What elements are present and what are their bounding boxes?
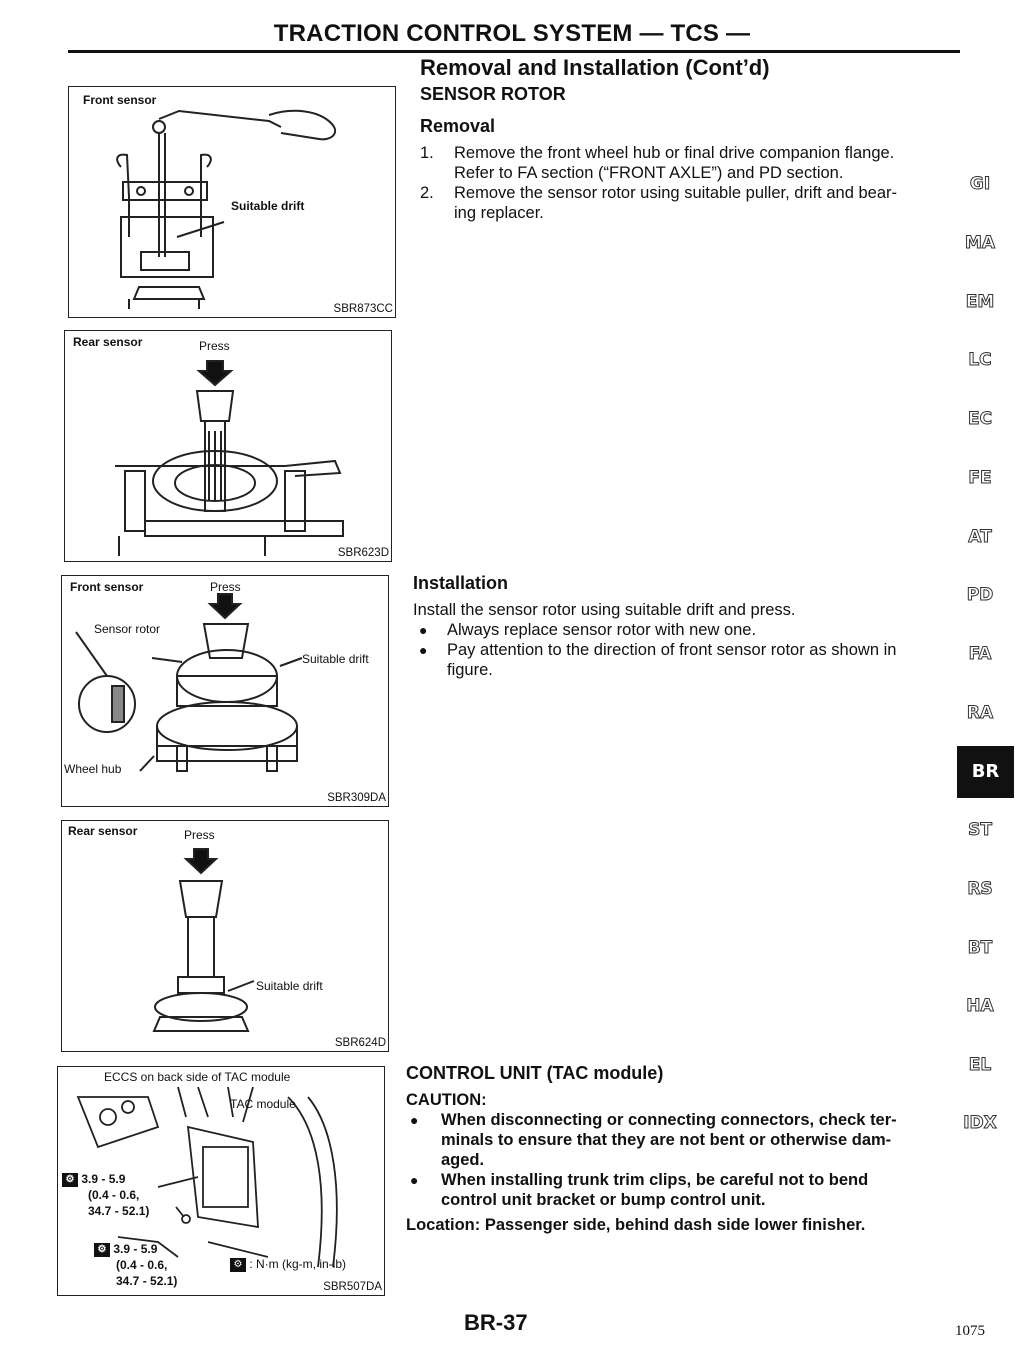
figure-rear-sensor-installation: Rear sensor Press Suitable drift SBR624D: [61, 820, 389, 1052]
side-tab-ha[interactable]: HA: [966, 996, 994, 1017]
installation-bullet: ● Pay attention to the direction of fron…: [413, 640, 958, 680]
caution-bullet: ● When disconnecting or connecting conne…: [406, 1110, 951, 1170]
removal-step: 1. Remove the front wheel hub or final d…: [420, 143, 965, 183]
sheet-number: 1075: [955, 1323, 985, 1339]
press-front-install-illustration: [75, 593, 303, 772]
bullet-dot: ●: [410, 1172, 419, 1188]
side-tab-idx[interactable]: IDX: [963, 1113, 998, 1134]
press-rear-removal-illustration: [115, 360, 344, 556]
bullet-text: Always replace sensor rotor with new one…: [447, 621, 757, 639]
torque-value: (0.4 - 0.6,: [88, 1188, 140, 1202]
removal-step: 2. Remove the sensor rotor using suitabl…: [420, 183, 965, 223]
torque-spec-lower: ⚙ 3.9 - 5.9 (0.4 - 0.6, 34.7 - 52.1): [94, 1241, 177, 1289]
torque-spec-upper: ⚙ 3.9 - 5.9 (0.4 - 0.6, 34.7 - 52.1): [62, 1171, 149, 1219]
side-tab-ec[interactable]: EC: [967, 409, 993, 430]
figure-label: Front sensor: [70, 580, 144, 594]
torque-wrench-icon: ⚙: [62, 1172, 78, 1187]
torque-units-legend: ⚙ : N·m (kg-m, in-lb): [230, 1257, 346, 1272]
figure-front-sensor-removal: Front sensor Suitable drift SBR873CC: [68, 86, 396, 318]
step-text: Remove the sensor rotor using suitable p…: [454, 184, 897, 202]
step-number: 2.: [420, 184, 434, 202]
bullet-text: Pay attention to the direction of front …: [447, 641, 897, 659]
side-tab-ra[interactable]: RA: [966, 703, 994, 724]
page-number: BR-37: [464, 1310, 528, 1335]
torque-value: 34.7 - 52.1): [116, 1274, 178, 1288]
caution-bullet: ● When installing trunk trim clips, be c…: [406, 1170, 951, 1210]
tac-module-label: TAC module: [230, 1097, 296, 1111]
sensor-rotor-label: Sensor rotor: [94, 622, 161, 636]
side-tab-el[interactable]: EL: [968, 1055, 992, 1076]
figure-label: Rear sensor: [68, 824, 138, 838]
side-tab-at[interactable]: AT: [968, 527, 992, 548]
torque-value: 34.7 - 52.1): [88, 1204, 150, 1218]
figure-label: Front sensor: [83, 93, 157, 107]
torque-value: 3.9 - 5.9: [113, 1242, 158, 1256]
bullet-text: aged.: [441, 1151, 485, 1169]
side-tab-rs[interactable]: RS: [967, 879, 993, 900]
caution-bullets: ● When disconnecting or connecting conne…: [406, 1110, 951, 1210]
figure-rear-sensor-removal: Rear sensor Press SBR623D: [64, 330, 392, 562]
section-title: Removal and Installation (Cont’d): [420, 55, 770, 80]
side-tab-ma[interactable]: MA: [964, 233, 996, 254]
step-number: 1.: [420, 144, 434, 162]
figure-label: Rear sensor: [73, 335, 143, 349]
bullet-dot: ●: [419, 622, 428, 638]
tac-module-illustration: [76, 1086, 338, 1268]
bullet-dot: ●: [410, 1112, 419, 1128]
control-unit-title: CONTROL UNIT (TAC module): [406, 1063, 664, 1083]
torque-units: : N·m (kg-m, in-lb): [249, 1257, 347, 1271]
side-tab-bt[interactable]: BT: [967, 938, 993, 959]
sensor-rotor-title: SENSOR ROTOR: [420, 84, 566, 104]
figure-code: SBR309DA: [327, 792, 386, 804]
bullet-text: figure.: [447, 661, 493, 679]
location-text: Location: Passenger side, behind dash si…: [406, 1216, 866, 1234]
eccs-label: ECCS on back side of TAC module: [104, 1070, 291, 1084]
torque-wrench-icon: ⚙: [230, 1257, 246, 1272]
suitable-drift-label: Suitable drift: [256, 979, 323, 993]
side-tab-fe[interactable]: FE: [968, 468, 992, 489]
wheel-hub-label: Wheel hub: [64, 762, 122, 776]
press-label: Press: [199, 339, 230, 353]
step-text: Remove the front wheel hub or final driv…: [454, 144, 895, 162]
side-tab-pd[interactable]: PD: [966, 585, 994, 606]
step-text: ing replacer.: [454, 204, 544, 222]
puller-illustration: [116, 109, 337, 309]
side-tab-lc[interactable]: LC: [968, 350, 992, 371]
side-tab-br-active[interactable]: BR: [957, 746, 1014, 798]
figure-code: SBR624D: [334, 1037, 386, 1049]
caution-label: CAUTION:: [406, 1091, 487, 1109]
removal-steps: 1. Remove the front wheel hub or final d…: [420, 143, 965, 223]
bullet-text: minals to ensure that they are not bent …: [441, 1131, 892, 1149]
side-tab-gi[interactable]: GI: [969, 174, 991, 195]
bullet-text: control unit bracket or bump control uni…: [441, 1191, 766, 1209]
figure-tac-module-location: ECCS on back side of TAC module TAC modu…: [57, 1066, 385, 1296]
installation-intro: Install the sensor rotor using suitable …: [413, 601, 796, 619]
bullet-text: When disconnecting or connecting connect…: [441, 1111, 897, 1129]
figure-code: SBR623D: [337, 547, 389, 559]
figure-front-sensor-installation: Front sensor Press Sensor rotor Suitable…: [61, 575, 389, 807]
figure-code: SBR873CC: [333, 303, 393, 315]
installation-bullets: ● Always replace sensor rotor with new o…: [413, 620, 958, 680]
side-tab-fa[interactable]: FA: [968, 644, 992, 665]
bullet-text: When installing trunk trim clips, be car…: [441, 1171, 869, 1189]
figure-code: SBR507DA: [323, 1281, 382, 1293]
removal-heading: Removal: [420, 116, 496, 136]
torque-value: (0.4 - 0.6,: [116, 1258, 168, 1272]
bullet-dot: ●: [419, 642, 428, 658]
step-text: Refer to FA section (“FRONT AXLE”) and P…: [454, 164, 844, 182]
press-label: Press: [210, 580, 241, 594]
side-tab-st[interactable]: ST: [968, 820, 993, 841]
page-header-title: TRACTION CONTROL SYSTEM — TCS —: [273, 20, 751, 47]
torque-value: 3.9 - 5.9: [81, 1172, 126, 1186]
installation-heading: Installation: [413, 573, 509, 593]
header-rule: [68, 50, 960, 53]
press-rear-install-illustration: [152, 848, 255, 1032]
press-label: Press: [184, 828, 215, 842]
torque-wrench-icon: ⚙: [94, 1242, 110, 1257]
installation-bullet: ● Always replace sensor rotor with new o…: [413, 620, 958, 640]
callout-suitable-drift: Suitable drift: [231, 199, 305, 213]
side-tab-em[interactable]: EM: [965, 292, 995, 313]
suitable-drift-label: Suitable drift: [302, 652, 369, 666]
